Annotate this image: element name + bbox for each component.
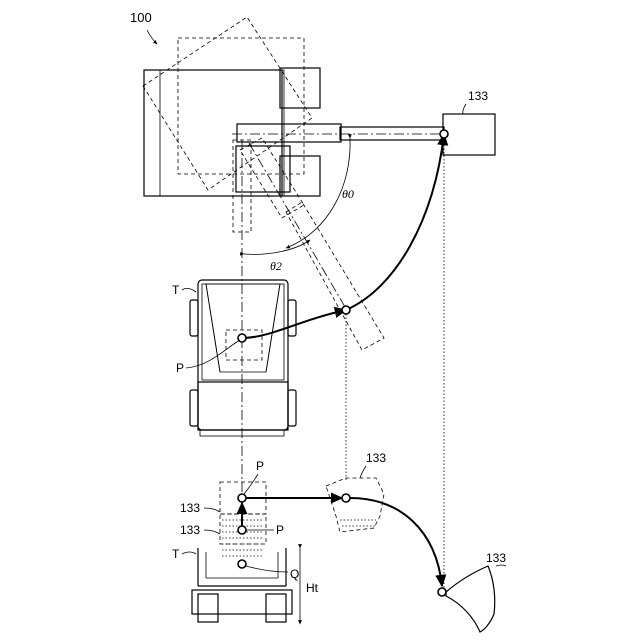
truck-top-leader <box>182 288 196 292</box>
bucket-side-final <box>446 566 495 632</box>
bucket-point-diagonal <box>342 306 350 314</box>
dump-truck-top-view <box>190 280 296 436</box>
side-133-left-a-label: 133 <box>180 501 200 515</box>
point-p-top-leader <box>186 340 240 368</box>
truck-side-label: T <box>172 547 180 561</box>
end-box-label: 133 <box>468 89 488 103</box>
theta0-label: θ0 <box>342 187 354 201</box>
end-box-133 <box>443 114 495 155</box>
figure-reference-label: 100 <box>130 10 152 25</box>
point-p-top-label: P <box>176 361 184 375</box>
point-q-leader <box>246 566 288 572</box>
bucket-side-middle <box>326 478 384 532</box>
final-133-label: 133 <box>486 551 506 565</box>
theta0-arc <box>286 138 350 248</box>
theta2-label: θ2 <box>270 259 282 273</box>
point-q-label: Q <box>290 567 299 581</box>
point-q <box>238 560 246 568</box>
side-133-left-a-leader <box>204 508 220 512</box>
boom-horizontal <box>232 124 446 142</box>
theta2-arc <box>244 240 310 254</box>
swing-path-end <box>346 134 444 310</box>
excavator-body <box>144 68 320 196</box>
point-side-middle <box>342 494 350 502</box>
point-side-final <box>438 588 446 596</box>
point-p-side-upper <box>238 494 246 502</box>
boom-diagonal-dashed <box>240 138 384 350</box>
side-p-upper-label: P <box>256 459 264 473</box>
side-133-left-b-leader <box>204 530 220 534</box>
swing-path-start <box>242 310 346 338</box>
end-box-leader <box>463 104 466 114</box>
dump-truck-side-view <box>192 548 292 622</box>
side-path-descent <box>350 498 442 586</box>
side-p-lower-label: P <box>276 523 284 537</box>
point-p-side-lower <box>238 526 246 534</box>
height-label: Ht <box>306 581 319 595</box>
boom-vertical-dashed <box>233 140 251 500</box>
truck-top-label: T <box>172 283 180 297</box>
side-p-upper-leader <box>244 474 258 494</box>
side-133-left-b-label: 133 <box>180 523 200 537</box>
truck-side-leader <box>182 552 196 554</box>
final-133-leader <box>496 565 506 566</box>
figure-reference-arrow <box>147 30 157 44</box>
side-133-right-leader <box>360 466 366 478</box>
bucket-point-box <box>440 130 448 138</box>
excavator-body-rotated-outline <box>143 17 312 190</box>
side-133-right-label: 133 <box>366 451 386 465</box>
